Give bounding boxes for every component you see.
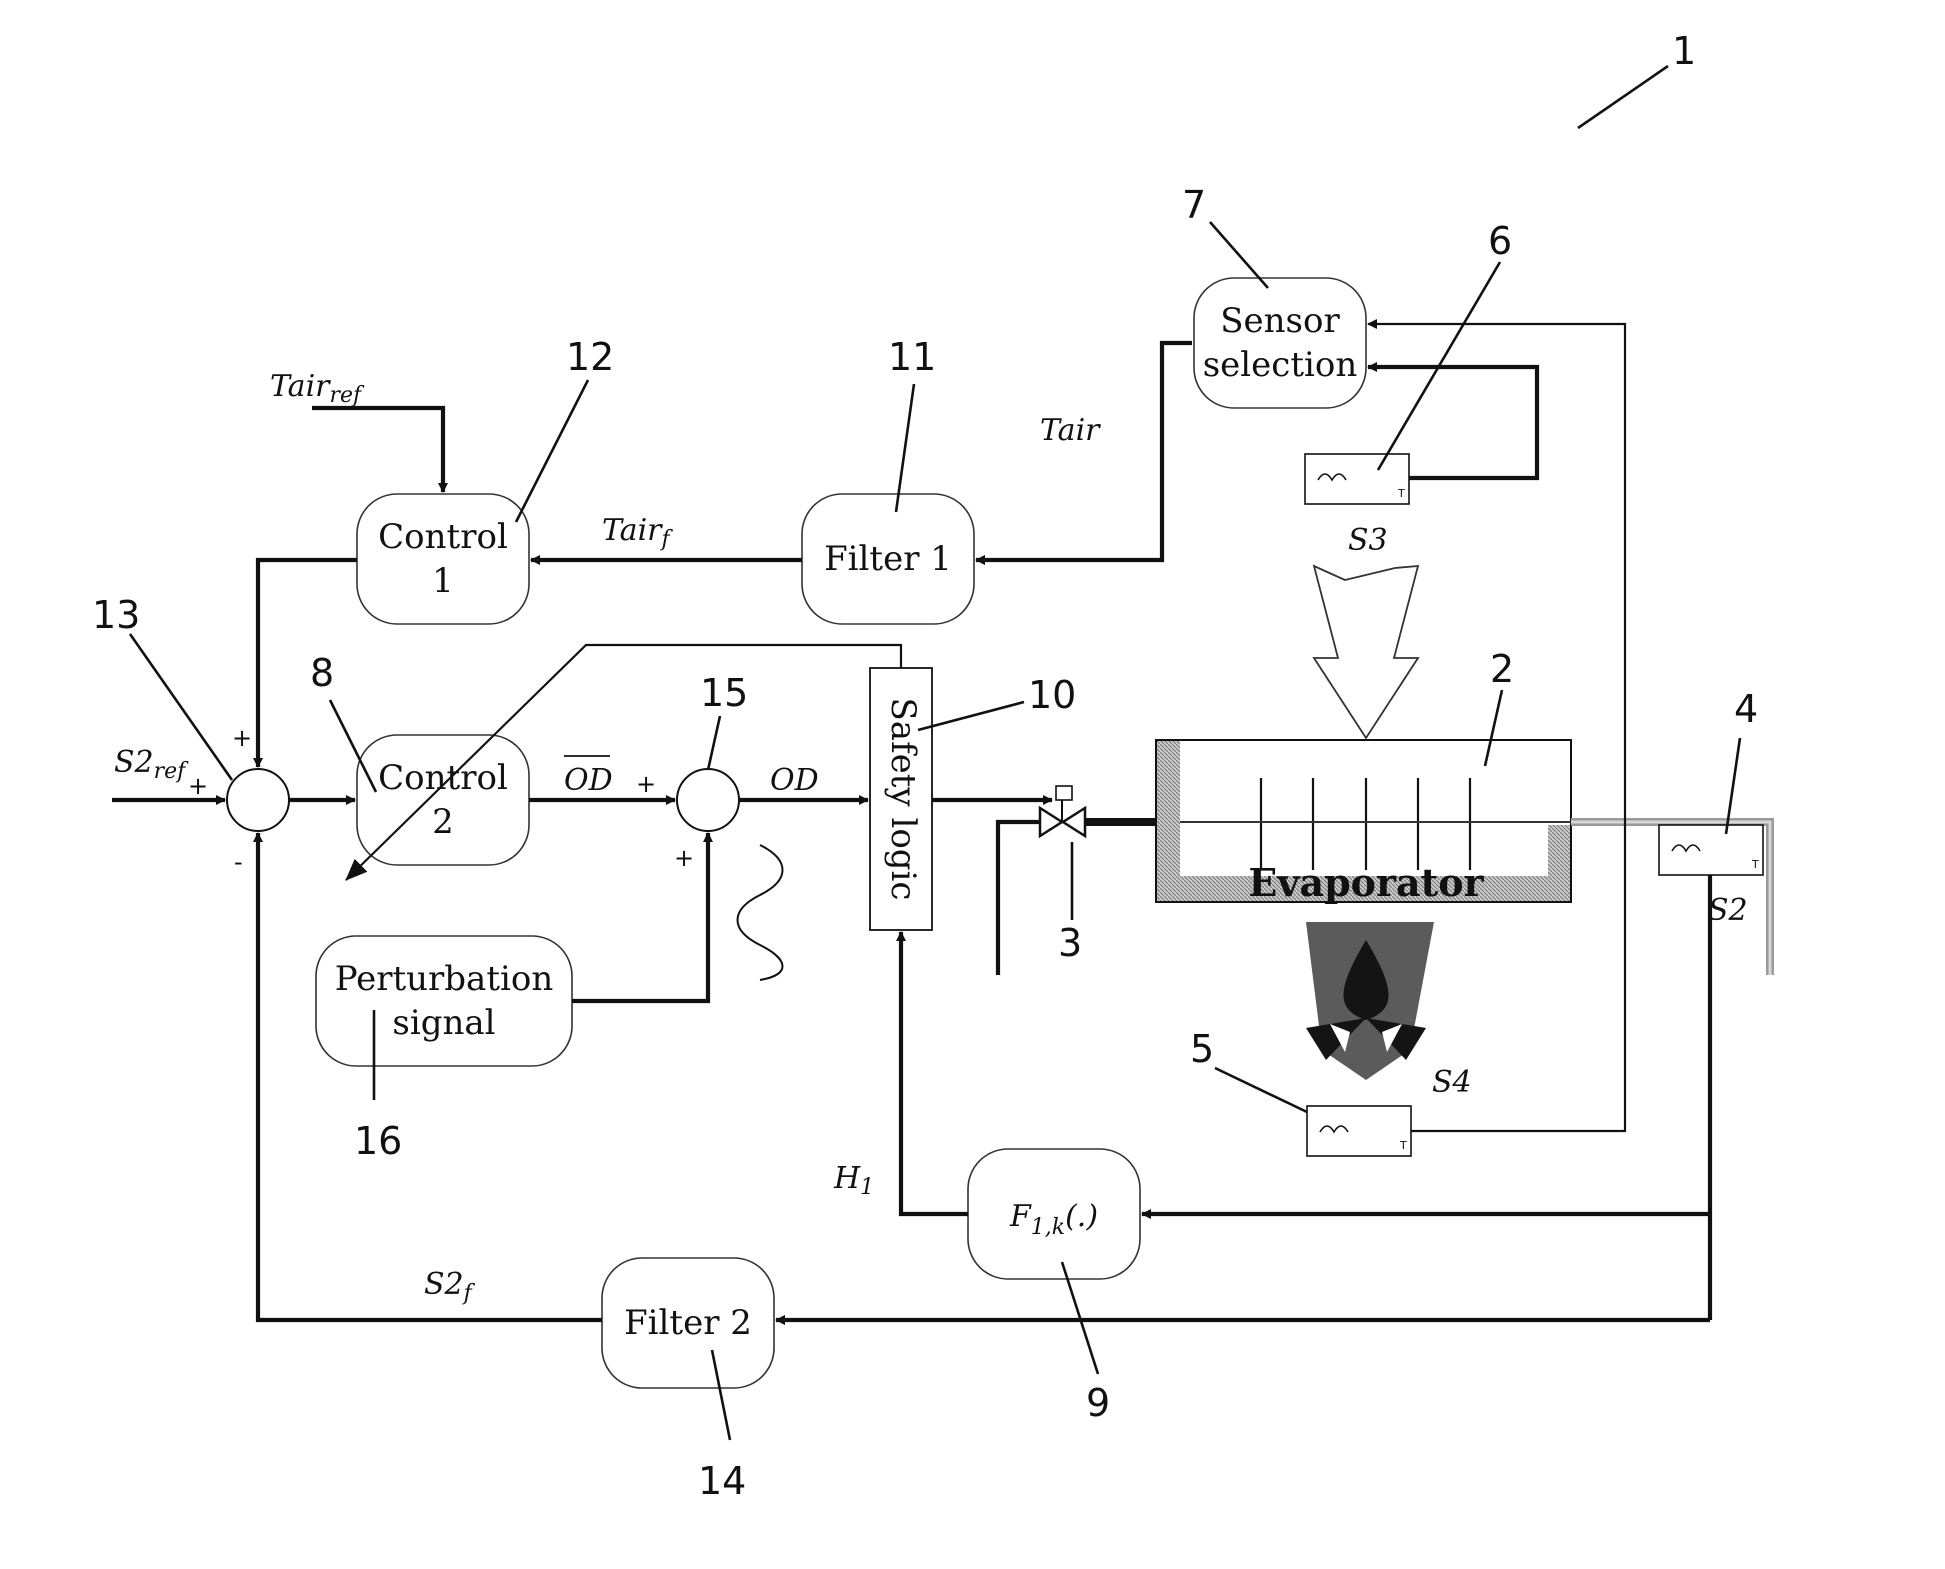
svg-text:T: T [1397,487,1405,500]
control-1-block: Control 1 [357,494,529,624]
function-f1k-block: F1,k(.) [968,1149,1140,1279]
inlet-pipe [998,822,1040,975]
control-1-index: 1 [432,561,454,601]
control-2-index: 2 [432,802,454,842]
safety-logic-label: Safety logic [883,698,923,901]
numeral-12: 12 [566,335,614,379]
control-2-label: Control [378,758,508,798]
summing-junction-15 [677,769,739,831]
airflow-in-arrow [1314,566,1418,738]
evaporator-label: Evaporator [1248,860,1484,905]
numeral-13: 13 [92,593,140,637]
perturbation-signal-block: Perturbation signal [316,936,572,1066]
signal-tair-ref: Tairref [270,369,365,408]
numeral-4: 4 [1734,687,1758,731]
numeral-15: 15 [700,671,748,715]
sign-plus-perturb: + [674,844,694,872]
svg-text:OD: OD [564,763,613,798]
control-1-label: Control [378,517,508,557]
numeral-16: 16 [354,1119,402,1163]
numeral-10: 10 [1028,673,1076,717]
safety-logic-block: Safety logic [870,668,932,930]
filter-1-block: Filter 1 [802,494,974,624]
sensor-s4: T [1307,1106,1411,1156]
fan-icon [1306,922,1434,1080]
filter-1-label: Filter 1 [824,539,952,579]
signal-s4: S4 [1432,1065,1472,1100]
sign-plus-top: + [232,724,252,752]
perturbation-waveform [738,845,783,980]
sign-plus-od: + [636,770,656,798]
numeral-8: 8 [310,651,334,695]
filter-2-block: Filter 2 [602,1258,774,1388]
signal-s2-f: S2f [424,1267,476,1306]
numeral-1: 1 [1672,29,1696,73]
signal-s2: S2 [1708,893,1748,928]
sign-plus-left: + [188,772,208,800]
sensor-s2: T [1659,825,1763,875]
numeral-11: 11 [888,335,936,379]
numeral-9: 9 [1086,1381,1110,1425]
signal-od: OD [770,763,819,798]
sensor-selection-block: Sensor selection [1194,278,1366,408]
filter-2-label: Filter 2 [624,1303,752,1343]
summing-junction-13 [227,769,289,831]
numeral-2: 2 [1490,647,1514,691]
sensor-selection-label-1: Sensor [1220,301,1340,341]
numeral-3: 3 [1058,921,1082,965]
evaporator: Evaporator [1156,740,1571,905]
numeral-5: 5 [1190,1027,1214,1071]
numeral-7: 7 [1182,183,1206,227]
sensor-s3: T [1305,454,1409,504]
sensor-selection-label-2: selection [1203,345,1358,385]
signal-od-bar: OD [564,756,613,798]
signal-tair-f: Tairf [602,513,674,552]
signal-h1: H1 [833,1161,874,1200]
signal-tair: Tair [1040,413,1101,448]
numeral-14: 14 [698,1459,746,1503]
signal-s2-ref: S2ref [114,745,189,784]
expansion-valve [1040,786,1085,836]
perturbation-label-2: signal [392,1003,495,1043]
perturbation-label-1: Perturbation [335,959,553,999]
signal-s3: S3 [1348,523,1388,558]
sign-minus: - [234,848,243,876]
svg-text:T: T [1399,1139,1407,1152]
svg-text:T: T [1751,858,1759,871]
numeral-6: 6 [1488,219,1512,263]
